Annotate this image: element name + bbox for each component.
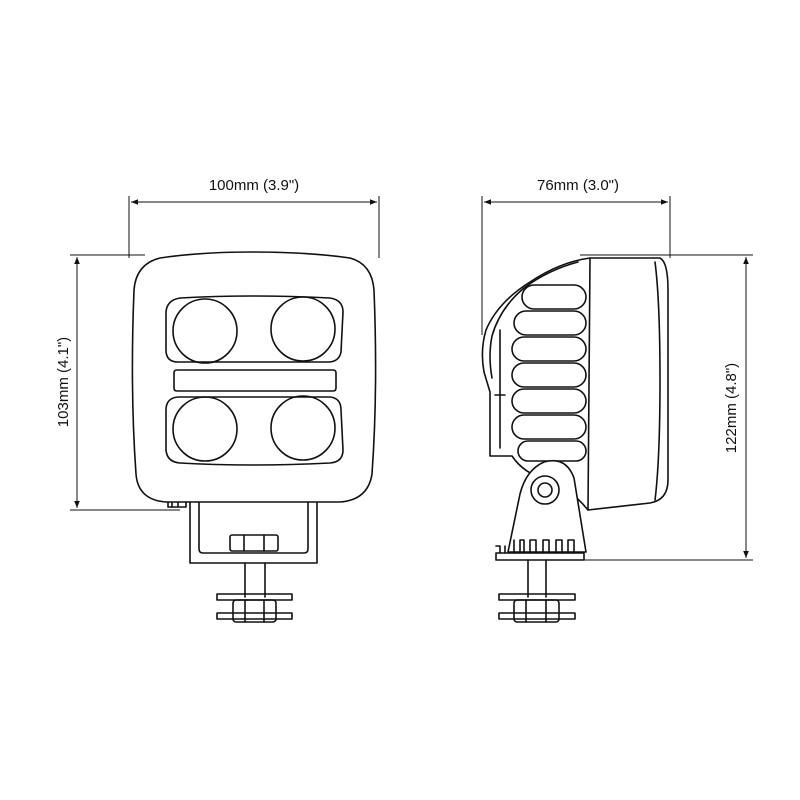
front-width-dimension: 100mm (3.9")	[128, 177, 380, 258]
upper-left-lens	[172, 298, 238, 364]
upper-right-lens	[270, 296, 336, 362]
lower-right-lens	[270, 395, 336, 461]
side-height-label: 122mm (4.8")	[723, 363, 740, 453]
front-mounting-bracket	[189, 501, 318, 564]
side-mounting-bracket	[495, 459, 587, 561]
cooling-fins	[511, 284, 587, 462]
pivot-bolt	[530, 475, 560, 505]
front-housing	[131, 251, 377, 503]
lower-left-lens	[172, 396, 238, 462]
side-depth-dimension: 76mm (3.0")	[481, 177, 671, 335]
side-view: 76mm (3.0") 122mm (4.8")	[481, 177, 753, 623]
side-housing	[587, 257, 669, 511]
center-light-bar	[173, 369, 337, 392]
side-depth-label: 76mm (3.0")	[537, 177, 619, 194]
front-bolt	[216, 562, 293, 623]
front-view: 100mm (3.9") 103mm (4.1")	[55, 177, 380, 623]
bracket-teeth	[513, 539, 575, 554]
front-width-label: 100mm (3.9")	[209, 177, 299, 194]
front-height-label: 103mm (4.1")	[55, 337, 72, 427]
upper-lens-panel	[165, 295, 344, 363]
side-bolt	[498, 559, 576, 623]
lower-lens-panel	[165, 396, 344, 466]
front-height-dimension: 103mm (4.1")	[55, 254, 180, 511]
